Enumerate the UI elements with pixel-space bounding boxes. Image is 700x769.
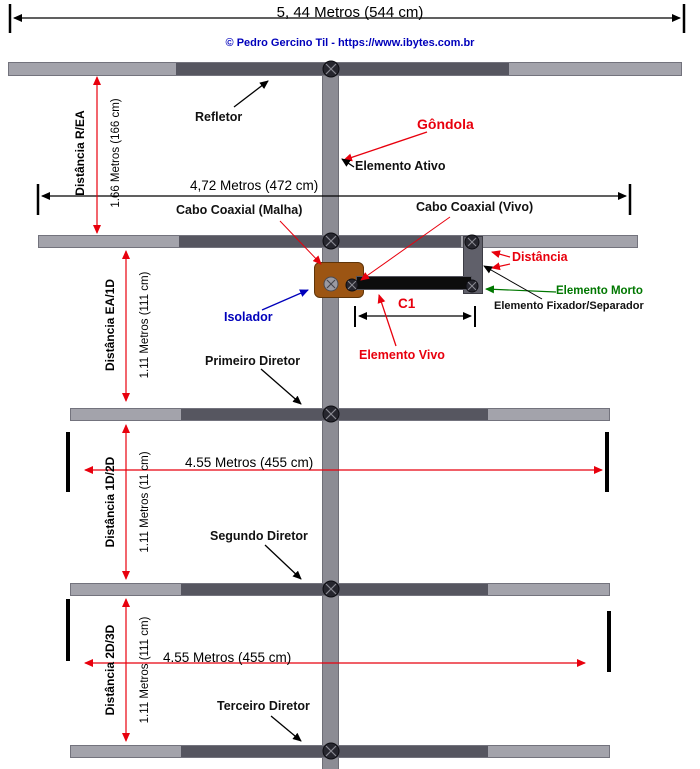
director-2-element	[70, 583, 610, 596]
spacing-ea-1d-label: Distância EA/1D	[103, 278, 117, 372]
primeiro-diretor-label: Primeiro Diretor	[205, 354, 301, 368]
director-3-center-tube	[181, 746, 488, 757]
total-width-dimension-label: 5, 44 Metros (544 cm)	[276, 4, 424, 21]
fixador-pointer-line	[483, 265, 543, 300]
distancia-pointer-arrow-upper	[491, 250, 511, 258]
director-span-2-dimension-label: 4.55 Metros (455 cm)	[163, 650, 292, 665]
director-2-center-tube	[181, 584, 488, 595]
refletor-label: Refletor	[195, 110, 243, 124]
director-1-center-tube	[181, 409, 488, 420]
cabo-vivo-pointer-line	[360, 216, 451, 281]
active-width-dimension-label: 4,72 Metros (472 cm)	[190, 178, 319, 193]
active-center-tube	[179, 236, 461, 247]
isolador-label: Isolador	[224, 310, 273, 324]
primeiro-diretor-pointer-arrow	[260, 368, 302, 405]
reflector-center-tube	[176, 63, 509, 75]
gondola-label: Gôndola	[417, 116, 474, 132]
segundo-diretor-pointer-arrow	[264, 544, 302, 580]
terceiro-diretor-pointer-arrow	[270, 715, 302, 742]
segundo-diretor-label: Segundo Diretor	[210, 529, 308, 543]
spacing-2d-3d-value: 1.11 Metros (111 cm)	[139, 616, 151, 724]
spacing-r-ea-label: Distância R/EA	[73, 110, 87, 196]
spacing-ea-1d-value: 1.11 Metros (111 cm)	[139, 271, 151, 379]
director-span-1-dimension-label: 4.55 Metros (455 cm)	[185, 455, 314, 470]
gondola-pointer-arrow	[343, 131, 428, 162]
cabo-malha-label: Cabo Coaxial (Malha)	[176, 203, 303, 217]
elemento-morto-pointer-arrow	[485, 285, 557, 294]
c1-label: C1	[398, 296, 416, 311]
spacing-1d-2d-label: Distância 1D/2D	[103, 456, 117, 548]
spacing-r-ea-value: 1.66 Metros (166 cm)	[110, 98, 122, 208]
refletor-pointer-arrow	[233, 80, 269, 108]
elemento-ativo-label: Elemento Ativo	[355, 159, 446, 173]
elemento-vivo-label: Elemento Vivo	[359, 348, 445, 362]
terceiro-diretor-label: Terceiro Diretor	[217, 699, 310, 713]
distancia-label: Distância	[512, 250, 568, 264]
elemento-ativo-pointer-arrow	[341, 158, 355, 168]
director-3-element	[70, 745, 610, 758]
elemento-morto-label: Elemento Morto	[556, 285, 643, 297]
cabo-vivo-label: Cabo Coaxial (Vivo)	[416, 200, 534, 214]
copyright-text: © Pedro Gercino Til - https://www.ibytes…	[225, 37, 475, 49]
director-1-element	[70, 408, 610, 421]
isolador-pointer-arrow	[261, 289, 309, 311]
distancia-pointer-arrow-lower	[491, 262, 511, 271]
spacing-2d-3d-label: Distância 2D/3D	[103, 624, 117, 716]
spacing-1d-2d-value: 1.11 Metros (11 cm)	[139, 451, 151, 553]
elemento-vivo-pointer-arrow	[377, 294, 397, 347]
fixador-label: Elemento Fixador/Separador	[494, 300, 644, 312]
reflector-element	[8, 62, 682, 76]
elemento-vivo-rod	[356, 276, 472, 290]
active-element	[38, 235, 638, 248]
